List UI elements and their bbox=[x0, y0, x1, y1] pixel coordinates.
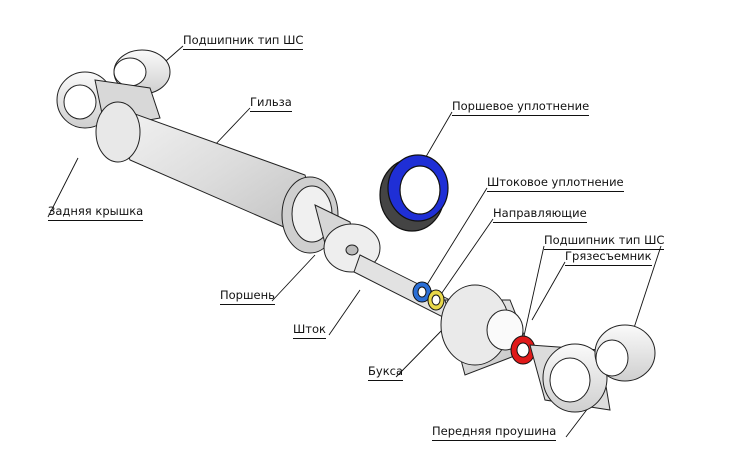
rod-seal bbox=[412, 281, 432, 303]
label-guides: Направляющие bbox=[493, 207, 587, 223]
bushing bbox=[440, 284, 531, 376]
label-rod: Шток bbox=[293, 323, 326, 339]
right-bearing bbox=[594, 324, 656, 382]
leader-lines bbox=[47, 45, 662, 438]
piston-seal bbox=[379, 154, 449, 232]
label-front-eye: Передняя проушина bbox=[432, 425, 557, 441]
label-rear-cover: Задняя крышка bbox=[48, 205, 144, 221]
front-eye bbox=[529, 343, 611, 413]
label-bushing: Букса bbox=[368, 365, 404, 381]
label-piston: Поршень bbox=[220, 289, 275, 305]
label-bearing-top: Подшипник тип ШС bbox=[183, 34, 304, 50]
label-piston-seal: Поршевое уплотнение bbox=[452, 100, 590, 116]
label-sleeve: Гильза bbox=[250, 96, 292, 112]
label-wiper: Грязесъемник bbox=[565, 250, 652, 266]
sleeve bbox=[95, 101, 339, 254]
label-rod-seal: Штоковое уплотнение bbox=[487, 176, 624, 192]
guides bbox=[427, 289, 445, 311]
wiper bbox=[510, 335, 536, 365]
label-bearing-right: Подшипник тип ШС bbox=[544, 234, 665, 250]
